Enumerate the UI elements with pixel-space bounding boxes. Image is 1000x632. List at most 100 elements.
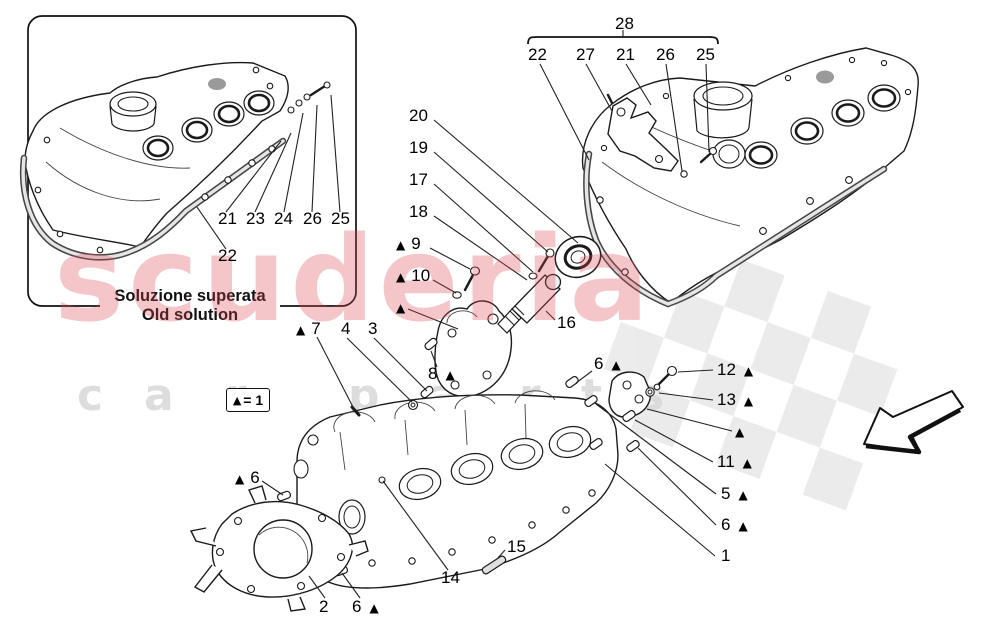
bolt-19-washer-17	[528, 248, 555, 280]
callout-triangle: ▲	[735, 420, 750, 442]
triangle-icon: ▲	[738, 488, 748, 502]
triangle-icon: ▲	[396, 301, 406, 315]
triangle-icon: ▲	[296, 323, 306, 337]
callout-number: 6	[721, 515, 731, 534]
checkered-flag-watermark	[603, 228, 898, 511]
cap-bracket	[608, 371, 652, 418]
checker-cell	[724, 259, 785, 323]
legend-text: = 1	[243, 392, 264, 408]
triangle-icon: ▲	[738, 519, 748, 533]
callout-number: 4	[341, 319, 351, 338]
callout-number: 21	[218, 209, 237, 228]
callout-number: 21	[616, 45, 635, 64]
callout-number: 12	[717, 360, 736, 379]
callout-number: 9	[411, 234, 421, 253]
callout-11: 11 ▲	[717, 451, 752, 473]
callout-number: 26	[656, 45, 675, 64]
checker-cell	[776, 384, 837, 448]
inset-caption-line1: Soluzione superata	[114, 287, 266, 305]
group-bracket	[527, 36, 719, 45]
triangle-icon: ▲	[232, 393, 242, 407]
callout-number: 20	[409, 106, 428, 125]
letter-watermark: a	[144, 370, 174, 421]
callout-number: 2	[319, 597, 329, 616]
solenoid-valve	[497, 273, 562, 334]
callout-number: 6	[352, 597, 362, 616]
callout-6: 6▲	[352, 596, 379, 618]
checker-cell	[836, 353, 898, 417]
inset-valve-cover	[19, 61, 331, 261]
callout-number: 23	[246, 209, 265, 228]
triangle-icon: ▲	[743, 394, 754, 408]
support-bracket	[606, 93, 679, 172]
cylinder-head	[276, 235, 678, 589]
callout-18: 18	[409, 201, 428, 223]
callout-triangle: ▲	[396, 296, 411, 318]
callout-number: 6	[594, 354, 604, 373]
callout-2: 2	[319, 596, 328, 618]
inset-box	[19, 15, 357, 307]
callout-number: 22	[528, 45, 547, 64]
checker-cell	[750, 322, 811, 385]
callout-26: 26	[656, 44, 675, 66]
callout-number: 15	[507, 537, 526, 556]
callout-12: 12 ▲	[717, 359, 753, 381]
cam-seal-rings	[744, 84, 901, 169]
checker-cell	[810, 290, 872, 354]
callout-number: 6	[250, 468, 260, 487]
cam-seal-rings	[142, 90, 275, 161]
triangle-icon: ▲	[735, 425, 745, 439]
callout-number: 25	[331, 209, 350, 228]
triangle-icon: ▲	[743, 364, 754, 378]
checker-cell	[690, 353, 751, 417]
letter-watermark: c	[77, 370, 103, 421]
callout-7: ▲7	[296, 318, 321, 340]
callout-6: ▲6	[235, 467, 260, 489]
head-gasket	[189, 485, 369, 612]
callout-number: 11	[717, 452, 735, 471]
dowel-pins	[276, 337, 640, 577]
inset-caption: Soluzione superata Old solution	[100, 286, 280, 326]
callout-15: 15	[507, 536, 526, 558]
checker-cell	[603, 321, 665, 385]
callout-14: 14	[441, 567, 460, 589]
callout-27: 27	[576, 44, 595, 66]
bolt-12	[653, 365, 678, 391]
callout-9: ▲9	[396, 233, 421, 255]
washer-13	[645, 387, 655, 397]
callout-6: 6▲	[721, 514, 748, 536]
callout-22: 22	[218, 245, 237, 267]
callout-21: 21	[218, 208, 237, 230]
callout-number: 3	[368, 319, 378, 338]
triangle-icon: ▲	[396, 238, 406, 252]
callout-13: 13▲	[717, 389, 753, 411]
washer-10	[452, 291, 462, 299]
callout-24: 24	[274, 208, 293, 230]
callout-5: 5▲	[721, 483, 748, 505]
callout-25: 25	[331, 208, 350, 230]
callout-number: 24	[274, 209, 293, 228]
callout-number: 16	[557, 313, 576, 332]
triangle-icon: ▲	[611, 358, 621, 372]
legend-box: ▲ = 1	[226, 388, 270, 412]
callout-number: 17	[409, 170, 428, 189]
triangle-icon: ▲	[445, 368, 455, 382]
callout-number: 28	[615, 14, 634, 33]
callout-26: 26	[303, 208, 322, 230]
callout-number: 5	[721, 484, 731, 503]
callout-16: 16	[557, 312, 576, 334]
inset-caption-line2: Old solution	[141, 306, 239, 324]
triangle-icon: ▲	[742, 456, 752, 470]
callout-4: 4	[341, 318, 350, 340]
oil-filler-neck-icon	[109, 91, 157, 132]
callout-23: 23	[246, 208, 265, 230]
direction-arrow-icon	[863, 390, 964, 455]
callout-number: 22	[218, 246, 237, 265]
leader-lines	[196, 30, 733, 599]
callout-22: 22	[528, 44, 547, 66]
callout-number: 14	[441, 568, 460, 587]
triangle-icon: ▲	[369, 601, 379, 615]
callout-21: 21	[616, 44, 635, 66]
